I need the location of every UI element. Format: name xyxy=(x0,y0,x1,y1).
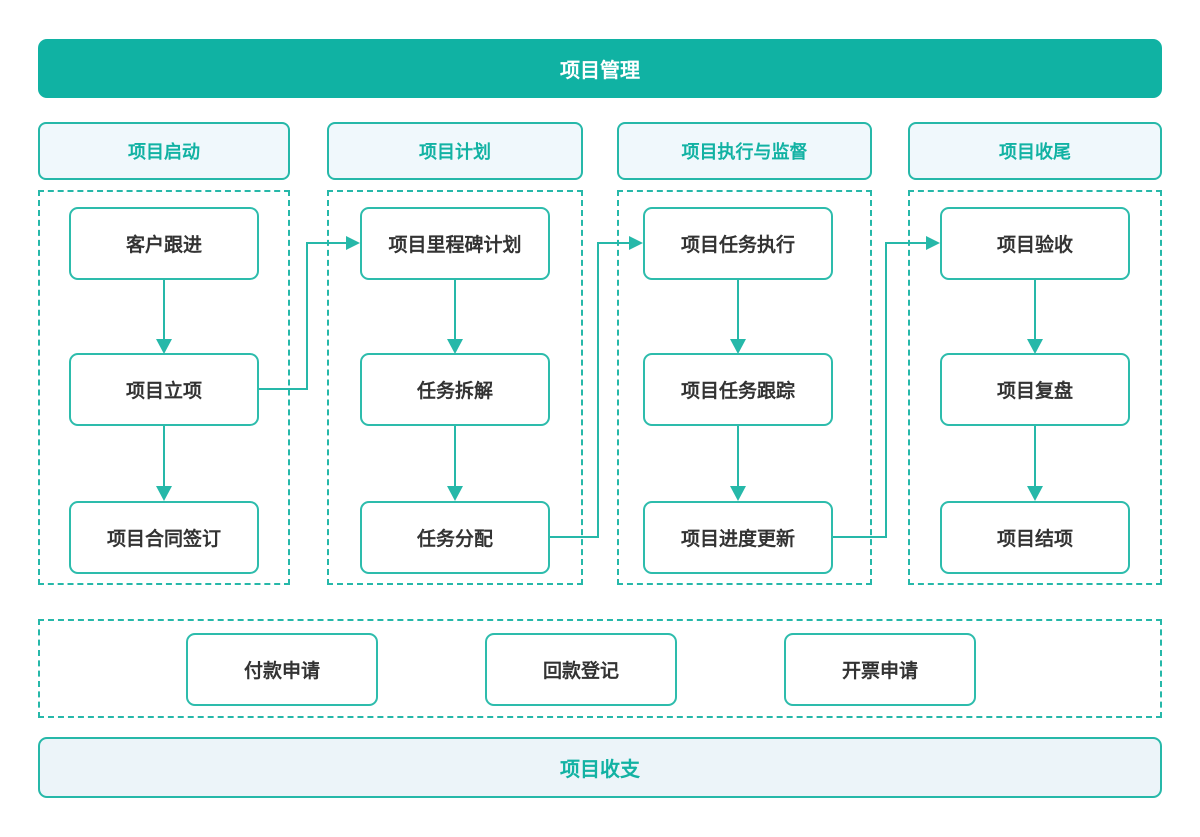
column-header-initiation: 项目启动 xyxy=(38,122,290,180)
step-label: 项目进度更新 xyxy=(680,529,795,550)
step-contract-signing: 项目合同签订 xyxy=(69,501,259,574)
step-task-execution: 项目任务执行 xyxy=(643,207,833,280)
column-header-label: 项目计划 xyxy=(419,142,491,162)
column-container-planning xyxy=(327,190,583,585)
step-label: 任务分配 xyxy=(416,529,493,550)
step-label: 项目验收 xyxy=(996,235,1073,256)
column-header-label: 项目启动 xyxy=(128,142,200,162)
step-invoice-request: 开票申请 xyxy=(784,633,976,706)
step-task-breakdown: 任务拆解 xyxy=(360,353,550,426)
step-payment-request: 付款申请 xyxy=(186,633,378,706)
step-label: 项目合同签订 xyxy=(106,529,221,550)
finance-container xyxy=(38,619,1162,718)
column-header-execution-supervision: 项目执行与监督 xyxy=(617,122,872,180)
step-project-acceptance: 项目验收 xyxy=(940,207,1130,280)
step-label: 客户跟进 xyxy=(125,235,202,256)
column-header-planning: 项目计划 xyxy=(327,122,583,180)
step-project-approval: 项目立项 xyxy=(69,353,259,426)
column-header-label: 项目执行与监督 xyxy=(681,142,808,162)
column-header-label: 项目收尾 xyxy=(999,142,1071,162)
step-task-assignment: 任务分配 xyxy=(360,501,550,574)
step-label: 项目里程碑计划 xyxy=(388,235,522,256)
step-label: 任务拆解 xyxy=(416,381,493,402)
column-container-execution-supervision xyxy=(617,190,872,585)
main-title: 项目管理 xyxy=(560,60,640,82)
step-label: 项目结项 xyxy=(996,529,1073,550)
footer-title: 项目收支 xyxy=(560,759,640,781)
step-label: 开票申请 xyxy=(841,661,918,682)
step-progress-update: 项目进度更新 xyxy=(643,501,833,574)
main-title-banner: 项目管理 xyxy=(38,39,1162,98)
step-task-tracking: 项目任务跟踪 xyxy=(643,353,833,426)
step-label: 付款申请 xyxy=(243,661,320,682)
column-container-initiation xyxy=(38,190,290,585)
column-container-closing xyxy=(908,190,1162,585)
step-project-closure: 项目结项 xyxy=(940,501,1130,574)
step-label: 项目任务跟踪 xyxy=(680,381,795,402)
step-label: 项目任务执行 xyxy=(680,235,795,256)
step-project-review: 项目复盘 xyxy=(940,353,1130,426)
step-payment-collection-registration: 回款登记 xyxy=(485,633,677,706)
step-label: 回款登记 xyxy=(542,661,619,682)
footer-banner: 项目收支 xyxy=(38,737,1162,798)
step-label: 项目立项 xyxy=(125,381,202,402)
column-header-closing: 项目收尾 xyxy=(908,122,1162,180)
step-milestone-plan: 项目里程碑计划 xyxy=(360,207,550,280)
step-customer-follow-up: 客户跟进 xyxy=(69,207,259,280)
step-label: 项目复盘 xyxy=(996,381,1073,402)
